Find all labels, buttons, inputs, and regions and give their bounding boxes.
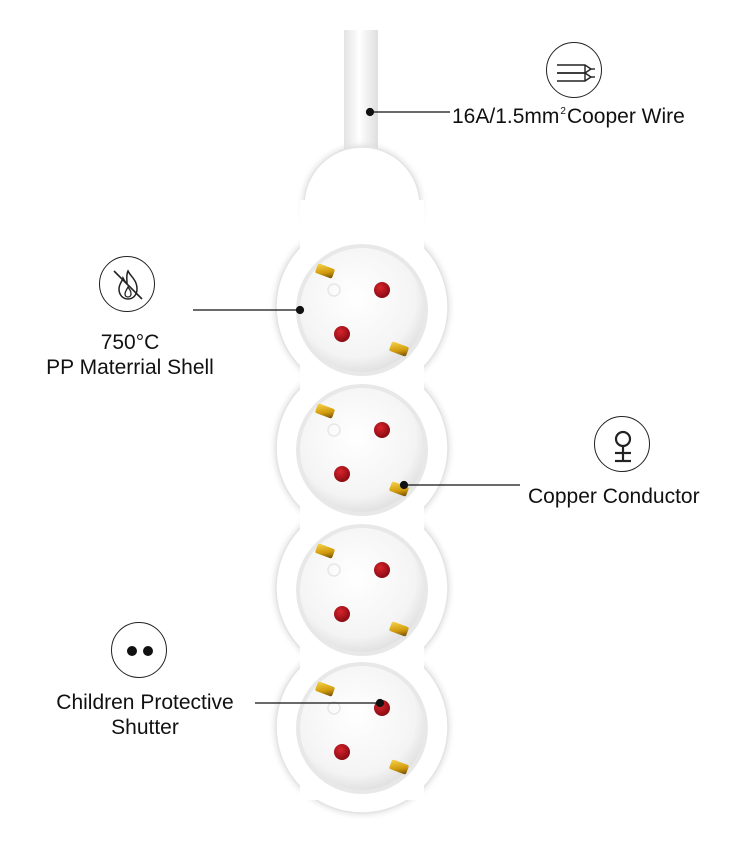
no-fire-icon	[99, 256, 155, 312]
shutter-line-2: Shutter	[111, 716, 179, 739]
pin-hole	[374, 422, 390, 438]
two-dots-icon	[111, 622, 167, 678]
power-cable	[337, 30, 385, 165]
pin-hole	[334, 606, 350, 622]
shutter-callout-text: Children Protective Shutter	[30, 690, 260, 740]
socket-1	[296, 244, 428, 376]
pin-hole	[374, 562, 390, 578]
conductor-callout-text: Copper Conductor	[528, 485, 700, 508]
socket-4	[296, 662, 428, 794]
socket-2	[296, 384, 428, 516]
pin-hole	[374, 282, 390, 298]
pin-hole	[334, 326, 350, 342]
wire-callout-text: 16A/1.5mm2Cooper Wire	[452, 105, 685, 128]
copper-symbol-icon	[594, 416, 650, 472]
wire-icon	[546, 42, 602, 98]
shutter-line-1: Children Protective	[56, 691, 234, 714]
socket-3	[296, 524, 428, 656]
leader-lines	[193, 107, 520, 708]
shell-callout-text: 750°C PP Materrial Shell	[25, 330, 235, 380]
pin-hole	[334, 744, 350, 760]
pin-hole	[334, 466, 350, 482]
shell-material: PP Materrial Shell	[46, 356, 214, 379]
shell-temperature: 750°C	[100, 331, 160, 354]
